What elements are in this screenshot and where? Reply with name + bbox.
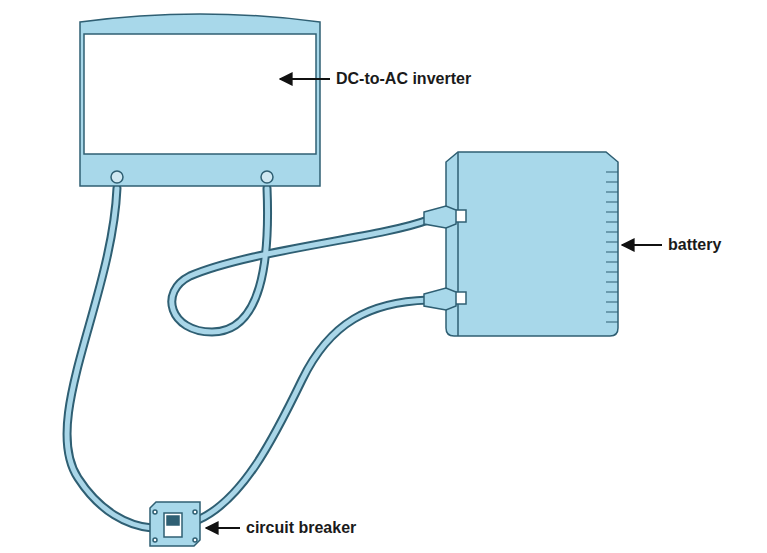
breaker-screw [193, 538, 197, 542]
battery-rib [606, 232, 618, 233]
leader-arrow [280, 78, 330, 80]
breaker-screw [193, 510, 197, 514]
breaker-screw [153, 538, 157, 542]
battery-rib [606, 272, 618, 273]
battery-rib [606, 282, 618, 283]
battery-body [424, 152, 618, 336]
wire [67, 188, 152, 528]
battery-case [446, 152, 618, 336]
battery-rib [606, 262, 618, 263]
battery-rib [606, 212, 618, 213]
battery-ribs [606, 172, 618, 322]
inverter-body [80, 14, 320, 186]
part-label: DC-to-AC inverter [336, 69, 471, 88]
wires [67, 188, 428, 528]
breaker-toggle [164, 513, 182, 537]
battery-rib [606, 192, 618, 193]
battery-rib [606, 302, 618, 303]
battery-rib [606, 182, 618, 183]
breaker-screw [153, 510, 157, 514]
wire [67, 188, 152, 528]
cable-clamp [424, 206, 456, 228]
inverter-terminal [111, 171, 123, 183]
cable-clamp [424, 288, 456, 310]
part-label: battery [668, 235, 721, 254]
breaker-case [150, 502, 200, 546]
wire [172, 188, 428, 332]
leader-arrow [206, 527, 240, 529]
leader-arrow [622, 244, 662, 246]
battery-rib [606, 292, 618, 293]
circuit-breaker-body [150, 502, 200, 546]
battery-rib [606, 172, 618, 173]
battery-rib [606, 252, 618, 253]
battery-rib [606, 312, 618, 313]
battery-edge [457, 152, 459, 336]
battery-rib [606, 202, 618, 203]
wire [198, 300, 428, 520]
breaker-switch [167, 516, 179, 525]
part-label: circuit breaker [246, 518, 356, 537]
inverter-housing [80, 14, 320, 186]
wire [198, 300, 428, 520]
battery-rib [606, 222, 618, 223]
inverter-face [84, 34, 316, 154]
battery-rib [606, 242, 618, 243]
wire [172, 188, 428, 332]
battery-rib [606, 322, 618, 323]
leaders [206, 79, 662, 528]
inverter-terminal [261, 171, 273, 183]
